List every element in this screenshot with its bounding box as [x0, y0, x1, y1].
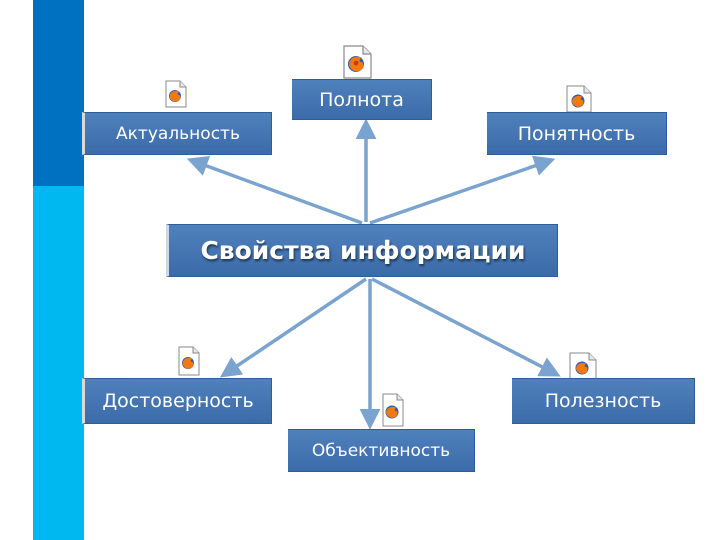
- firefox-file-icon[interactable]: [565, 85, 593, 117]
- property-box-actual: Актуальность: [82, 112, 272, 155]
- property-box-full: Полнота: [292, 79, 432, 120]
- property-label-actual: Актуальность: [116, 123, 240, 144]
- arrow-to-rel: [219, 277, 367, 378]
- property-label-clear: Понятность: [517, 122, 636, 145]
- property-label-full: Полнота: [319, 88, 404, 111]
- sidebar-light-band: [33, 186, 84, 540]
- property-box-obj: Объективность: [288, 429, 475, 472]
- property-box-rel: Достоверность: [82, 378, 272, 424]
- firefox-file-icon[interactable]: [177, 346, 201, 380]
- property-box-use: Полезность: [512, 378, 695, 424]
- property-box-clear: Понятность: [487, 112, 667, 155]
- property-label-use: Полезность: [544, 390, 662, 412]
- property-label-rel: Достоверность: [102, 390, 254, 412]
- firefox-file-icon[interactable]: [381, 393, 405, 431]
- firefox-file-icon[interactable]: [164, 80, 188, 112]
- sidebar-dark-band: [33, 0, 84, 186]
- center-node-label: Свойства информации: [200, 236, 526, 265]
- firefox-file-icon[interactable]: [568, 352, 598, 384]
- property-label-obj: Объективность: [311, 440, 451, 461]
- arrow-to-use: [371, 277, 561, 377]
- firefox-file-icon[interactable]: [341, 45, 373, 83]
- center-node: Свойства информации: [166, 224, 558, 277]
- arrow-to-clear: [369, 155, 556, 225]
- arrow-to-actual: [186, 156, 363, 225]
